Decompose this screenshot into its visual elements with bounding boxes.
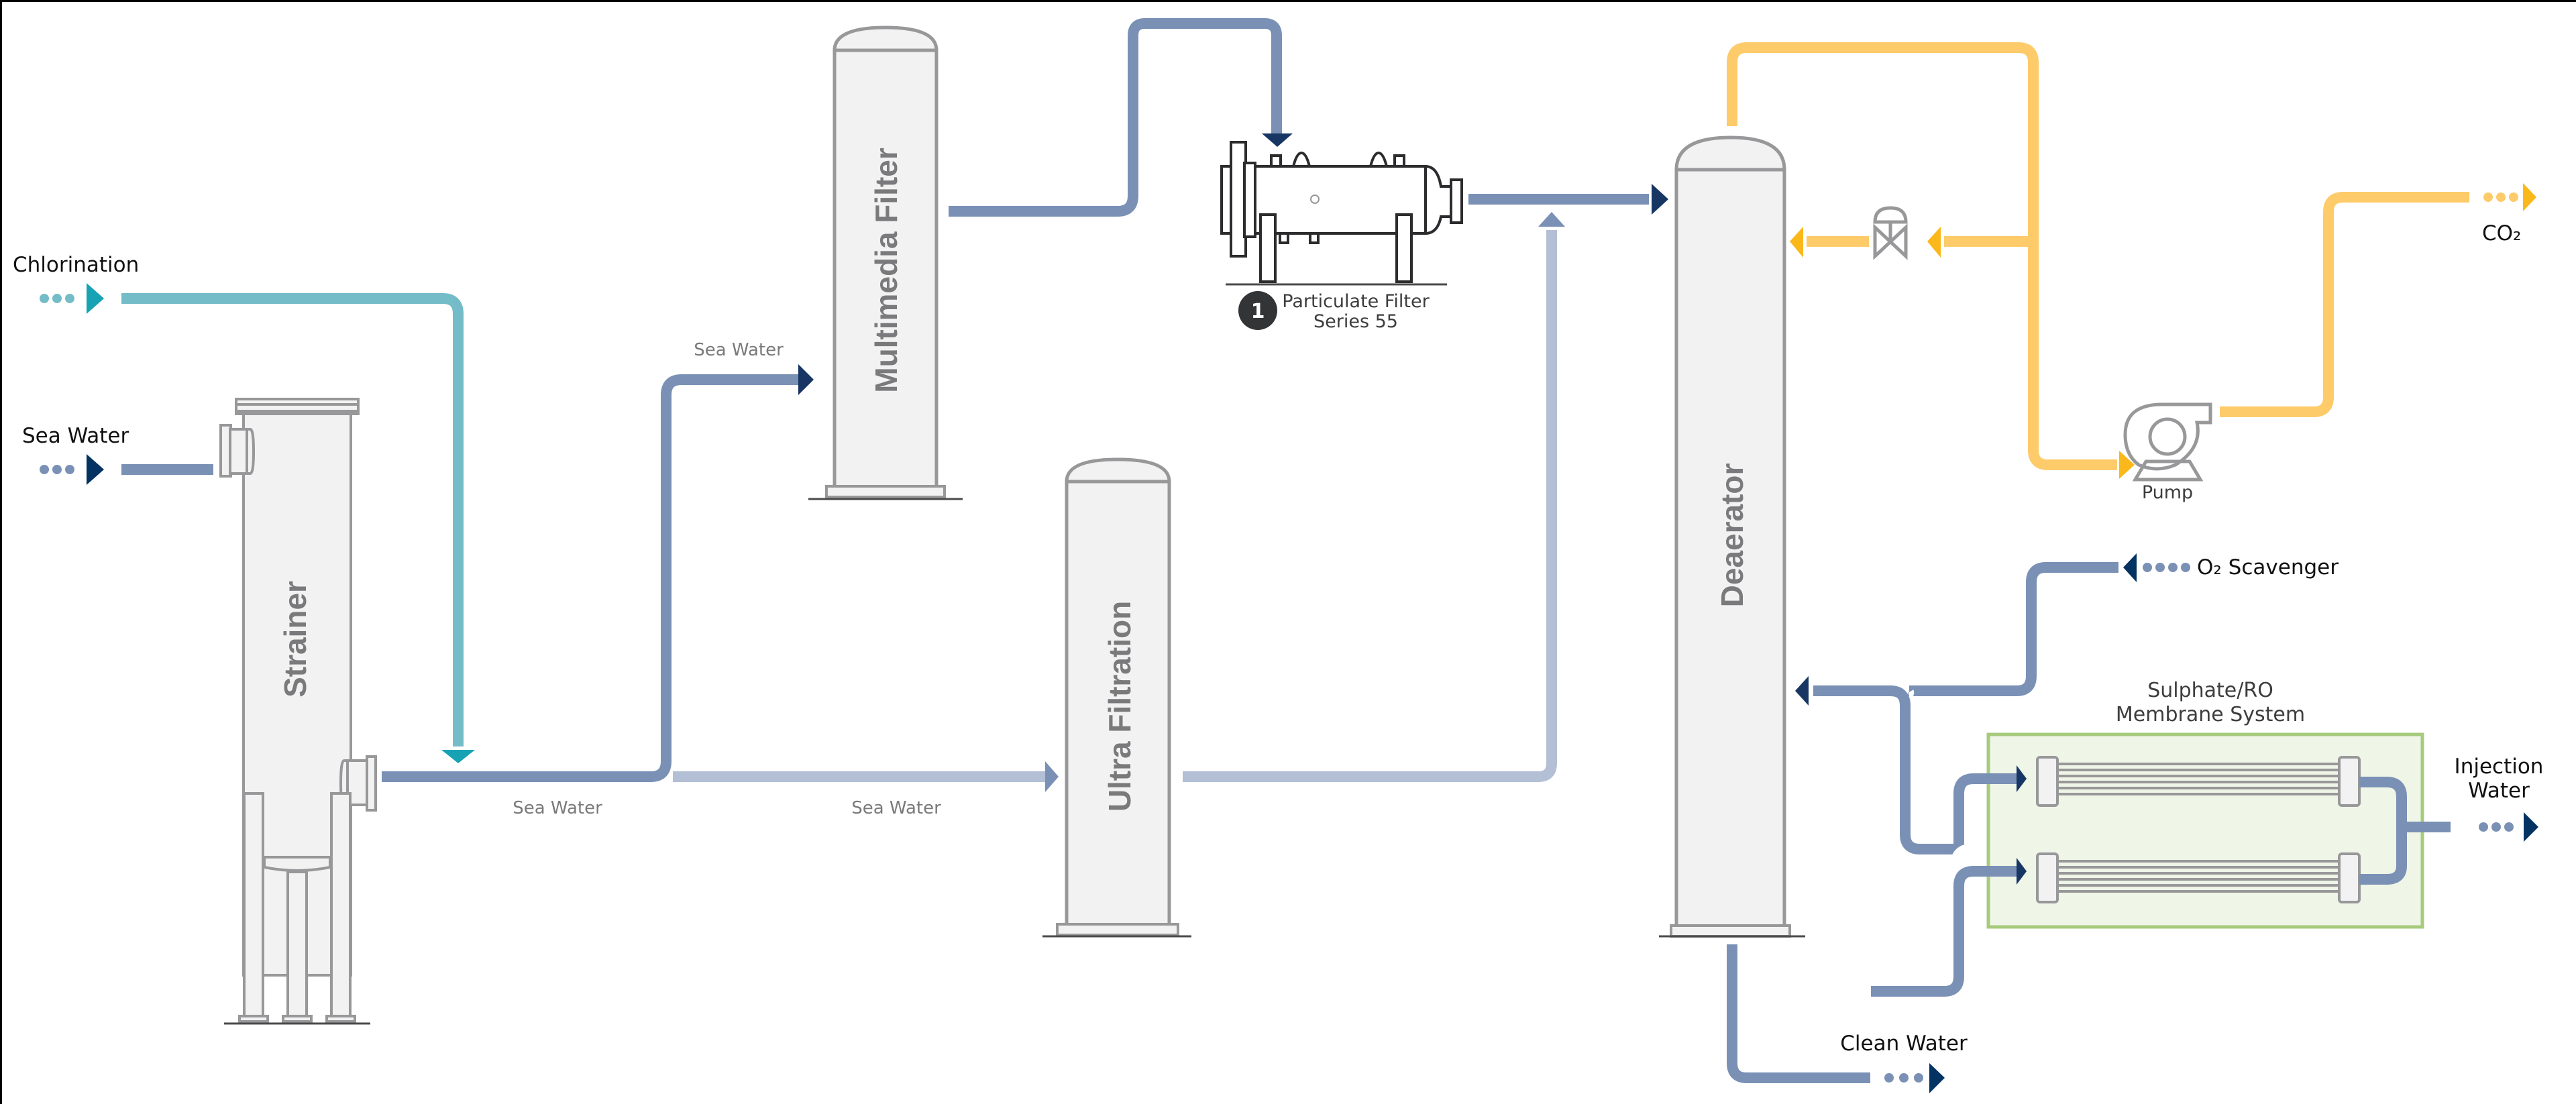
co2-outlet-arrow-icon xyxy=(2523,183,2536,211)
ultra-filtration-body xyxy=(1065,480,1171,931)
pipe-ultra-filtration-to-deaerator xyxy=(1183,230,1557,782)
multimedia-inlet-arrow-icon xyxy=(798,364,814,395)
chlorination-injection-arrow-icon xyxy=(441,750,475,763)
pump-icon[interactable]: Pump xyxy=(2123,402,2212,503)
valve-inlet-arrow-icon xyxy=(1927,227,1941,258)
membrane-lower-inlet-arrow-icon xyxy=(2017,858,2027,885)
membrane-system-label-line2: Membrane System xyxy=(2116,703,2305,726)
pump-casing xyxy=(2123,402,2212,471)
injection-water-label-line1: Injection xyxy=(2455,755,2544,779)
sea-water-label-ultra-filtration: Sea Water xyxy=(851,798,941,818)
sea-water-pipe-to-multimedia xyxy=(382,374,798,782)
pipe-deaerator-to-clean-water xyxy=(1727,944,1870,1083)
membrane-upper-inlet-arrow-icon xyxy=(2017,765,2027,792)
deaerator-label: Deaerator xyxy=(1715,463,1750,608)
step-number-badge-text: 1 xyxy=(1251,300,1265,323)
strainer-vessel[interactable]: Strainer xyxy=(219,398,377,1025)
pipe-deaerator-recycle-to-membrane xyxy=(1813,685,1959,854)
chlorination-feed-dots-icon xyxy=(40,294,74,303)
step-number-badge xyxy=(1238,291,1277,330)
ultra-filtration-label: Ultra Filtration xyxy=(1102,601,1137,812)
deaerator-inlet-arrow-icon xyxy=(1652,184,1668,215)
ultra-filtration-vessel[interactable]: Ultra Filtration xyxy=(1042,457,1191,938)
particulate-filter-leg-left xyxy=(1259,213,1277,283)
strainer-leg-center xyxy=(286,871,308,1019)
particulate-filter-end-head xyxy=(1424,164,1452,235)
sea-water-feed-dots-icon xyxy=(40,465,74,474)
sea-water-input: Sea Water xyxy=(22,424,213,485)
sea-water-input-label: Sea Water xyxy=(22,424,129,448)
sea-water-arrow-icon xyxy=(87,454,104,485)
deaerator-vessel[interactable]: Deaerator xyxy=(1659,135,1805,938)
strainer-outlet-flange xyxy=(366,755,377,812)
particulate-filter-inlet-arrow-icon xyxy=(1262,133,1293,147)
particulate-filter-label-line2: Series 55 xyxy=(1313,311,1398,332)
co2-label: CO₂ xyxy=(2482,221,2521,245)
multimedia-filter-body xyxy=(833,48,938,494)
strainer-leg-left xyxy=(243,792,264,1019)
pipe-membrane-feed-upper xyxy=(1953,773,2017,861)
ultra-filtration-merge-arrow-icon xyxy=(1538,212,1565,227)
pipe-multimedia-to-particulate-filter xyxy=(949,18,1282,217)
injection-water-dots-icon xyxy=(2479,822,2514,832)
injection-water-output: Injection Water xyxy=(2455,755,2544,842)
multimedia-filter-dome xyxy=(833,25,938,52)
strainer-label: Strainer xyxy=(278,581,313,698)
pipe-o2-scavenger xyxy=(1909,562,2118,696)
clean-water-dots-icon xyxy=(1884,1073,1923,1083)
pump-base xyxy=(2132,459,2204,482)
pump-label: Pump xyxy=(2142,482,2193,503)
chlorination-label: Chlorination xyxy=(13,253,139,277)
chlorination-pipe xyxy=(121,293,464,746)
sea-water-inlet-pipe xyxy=(121,464,213,475)
gas-pipe-deaerator-to-pump xyxy=(1727,42,2117,470)
clean-water-label: Clean Water xyxy=(1840,1032,1968,1056)
pump-inlet-arrow-icon xyxy=(2119,451,2135,479)
pipe-membrane-feed-lower xyxy=(1871,866,2017,997)
deaerator-gas-return-arrow-icon xyxy=(1790,227,1803,258)
membrane-system-label-line1: Sulphate/RO xyxy=(2147,679,2273,702)
strainer-leg-right xyxy=(330,792,352,1019)
o2-scavenger-arrow-icon xyxy=(2123,553,2137,582)
control-valve-icon[interactable] xyxy=(1873,206,1908,260)
membrane-module-upper xyxy=(2036,756,2361,807)
o2-scavenger-label: O₂ Scavenger xyxy=(2197,555,2339,579)
deaerator-recycle-arrow-icon xyxy=(1795,676,1809,706)
o2-scavenger-dots-icon xyxy=(2143,563,2190,572)
ultra-filtration-inlet-arrow-icon xyxy=(1045,761,1059,792)
sulphate-ro-membrane-system[interactable]: Sulphate/RO Membrane System xyxy=(1984,679,2451,929)
particulate-filter-series-55[interactable]: 1 Particulate Filter Series 55 xyxy=(1220,141,1463,332)
membrane-module-lower xyxy=(2036,852,2361,903)
sea-water-label-strainer-outlet: Sea Water xyxy=(513,798,602,818)
particulate-filter-leg-right xyxy=(1395,213,1413,283)
injection-water-arrow-icon xyxy=(2524,812,2538,842)
particulate-filter-outlet-flange xyxy=(1450,178,1463,224)
co2-outlet-dots-icon xyxy=(2483,192,2518,202)
chlorination-input: Chlorination xyxy=(13,253,475,763)
particulate-filter-label-line1: Particulate Filter xyxy=(1282,291,1430,312)
chlorination-arrow-icon xyxy=(87,283,104,314)
deaerator-body xyxy=(1674,168,1786,930)
multimedia-filter-vessel[interactable]: Multimedia Filter xyxy=(808,25,963,500)
multimedia-filter-label: Multimedia Filter xyxy=(869,148,904,393)
ultra-filtration-dome xyxy=(1065,457,1171,484)
gas-pipe-pump-to-co2-outlet xyxy=(2220,192,2469,417)
clean-water-output: Clean Water xyxy=(1840,1032,1968,1093)
injection-water-label-line2: Water xyxy=(2468,779,2530,803)
particulate-filter-gauge-icon xyxy=(1310,195,1320,204)
clean-water-arrow-icon xyxy=(1929,1063,1945,1093)
pump-impeller xyxy=(2148,417,2187,456)
deaerator-dome xyxy=(1674,135,1786,172)
sea-water-label-multimedia: Sea Water xyxy=(694,340,784,360)
